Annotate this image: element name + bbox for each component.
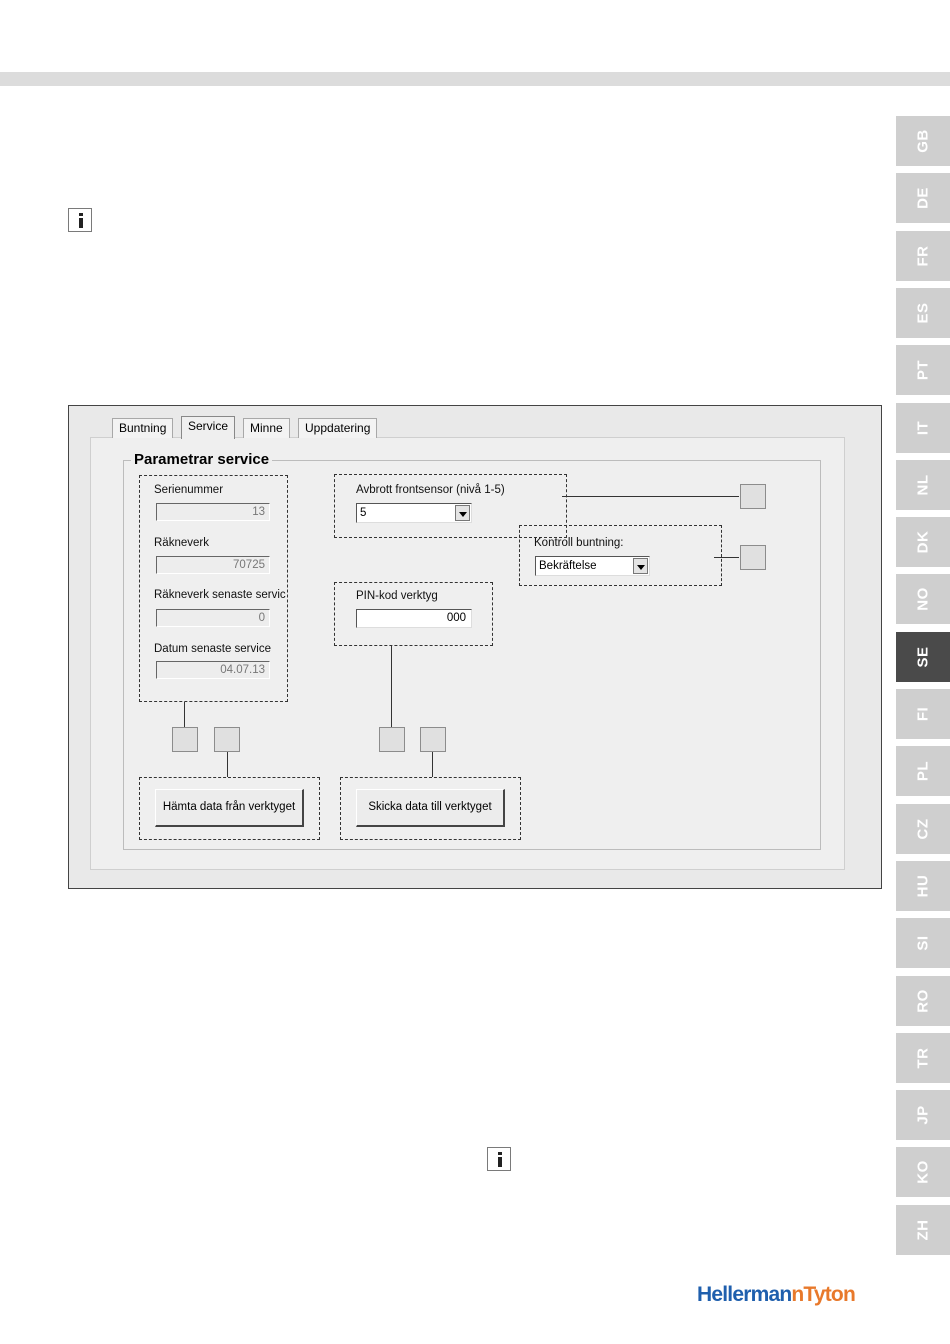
tab-minne[interactable]: Minne — [243, 418, 290, 438]
control-bundling-value: Bekräftelse — [539, 560, 597, 572]
callout-line — [391, 646, 392, 727]
callout-line — [432, 752, 433, 777]
language-tab-gb[interactable]: GB — [896, 116, 950, 166]
language-tab-label: PT — [914, 360, 932, 381]
counter-last-label: Räkneverk senaste servic — [154, 589, 286, 601]
callout-line — [714, 557, 739, 558]
language-tab-label: NL — [914, 474, 932, 496]
tab-uppdatering[interactable]: Uppdatering — [298, 418, 378, 438]
language-tab-label: PL — [914, 761, 932, 782]
language-tab-no[interactable]: NO — [896, 574, 950, 625]
serial-field: 13 — [156, 503, 270, 521]
send-data-button[interactable]: Skicka data till verktyget — [356, 789, 505, 827]
control-bundling-label: Kontroll buntning: — [534, 537, 624, 549]
language-tab-cz[interactable]: CZ — [896, 803, 950, 854]
language-tab-label: KO — [914, 1160, 932, 1185]
language-tab-label: JP — [914, 1105, 932, 1125]
callout-marker — [740, 484, 766, 509]
callout-line — [562, 496, 739, 497]
language-tab-label: SI — [914, 935, 932, 951]
fetch-data-button[interactable]: Hämta data från verktyget — [155, 789, 304, 827]
language-tab-label: SE — [914, 646, 932, 668]
language-tab-nl[interactable]: NL — [896, 459, 950, 510]
date-last-label: Datum senaste service — [154, 643, 271, 655]
front-sensor-box — [334, 474, 567, 538]
language-tab-label: FR — [914, 245, 932, 267]
callout-marker — [420, 727, 446, 752]
language-tab-jp[interactable]: JP — [896, 1090, 950, 1141]
date-last-field: 04.07.13 — [156, 661, 270, 679]
info-icon — [487, 1147, 511, 1171]
front-sensor-value: 5 — [360, 507, 367, 519]
language-tab-zh[interactable]: ZH — [896, 1204, 950, 1255]
serial-label: Serienummer — [154, 484, 224, 496]
group-title: Parametrar service — [131, 451, 273, 468]
tab-buntning[interactable]: Buntning — [112, 418, 174, 438]
header-bar — [0, 72, 950, 86]
language-tab-pt[interactable]: PT — [896, 345, 950, 396]
chevron-down-icon[interactable] — [633, 558, 648, 574]
language-tab-fr[interactable]: FR — [896, 230, 950, 281]
language-tab-label: FI — [914, 706, 932, 722]
counter-last-field: 0 — [156, 609, 270, 627]
chevron-down-icon[interactable] — [455, 505, 470, 521]
info-icon — [68, 208, 92, 232]
language-tab-it[interactable]: IT — [896, 402, 950, 453]
language-tab-label: NO — [914, 587, 932, 612]
language-tab-label: DK — [914, 530, 932, 554]
brand-logo: HellermannTyton — [697, 1283, 856, 1306]
parameter-group — [123, 460, 821, 850]
front-sensor-select[interactable]: 5 — [356, 503, 472, 523]
control-bundling-box — [519, 525, 722, 586]
pin-label: PIN-kod verktyg — [356, 590, 438, 602]
language-tab-label: ES — [914, 302, 932, 324]
info-fields-box — [139, 475, 288, 702]
counter-label: Räkneverk — [154, 537, 209, 549]
language-tab-tr[interactable]: TR — [896, 1032, 950, 1083]
callout-marker — [172, 727, 198, 752]
language-tab-es[interactable]: ES — [896, 287, 950, 338]
callout-marker — [214, 727, 240, 752]
language-tab-si[interactable]: SI — [896, 918, 950, 969]
language-tab-de[interactable]: DE — [896, 173, 950, 224]
counter-field: 70725 — [156, 556, 270, 574]
fetch-box — [139, 777, 320, 840]
language-tab-label: HU — [914, 874, 932, 898]
language-tab-label: TR — [914, 1047, 932, 1069]
language-tab-label: RO — [914, 988, 932, 1013]
language-tab-label: ZH — [914, 1219, 932, 1241]
language-tab-label: GB — [914, 129, 932, 153]
callout-line — [184, 702, 185, 727]
language-tab-label: CZ — [914, 818, 932, 840]
language-tab-hu[interactable]: HU — [896, 860, 950, 911]
callout-line — [227, 752, 228, 777]
language-tab-label: IT — [914, 420, 932, 435]
pin-input[interactable]: 000 — [356, 609, 472, 628]
callout-marker — [379, 727, 405, 752]
send-box — [340, 777, 521, 840]
language-tab-fi[interactable]: FI — [896, 689, 950, 739]
front-sensor-label: Avbrott frontsensor (nivå 1-5) — [356, 484, 505, 496]
language-tab-label: DE — [914, 187, 932, 210]
control-bundling-select[interactable]: Bekräftelse — [535, 556, 650, 576]
language-tab-se[interactable]: SE — [896, 631, 950, 682]
pin-box — [334, 582, 493, 646]
language-tab-ko[interactable]: KO — [896, 1147, 950, 1198]
callout-marker — [740, 545, 766, 570]
language-tab-ro[interactable]: RO — [896, 975, 950, 1026]
language-tab-pl[interactable]: PL — [896, 746, 950, 797]
tab-service[interactable]: Service — [181, 416, 236, 439]
language-tab-dk[interactable]: DK — [896, 517, 950, 568]
